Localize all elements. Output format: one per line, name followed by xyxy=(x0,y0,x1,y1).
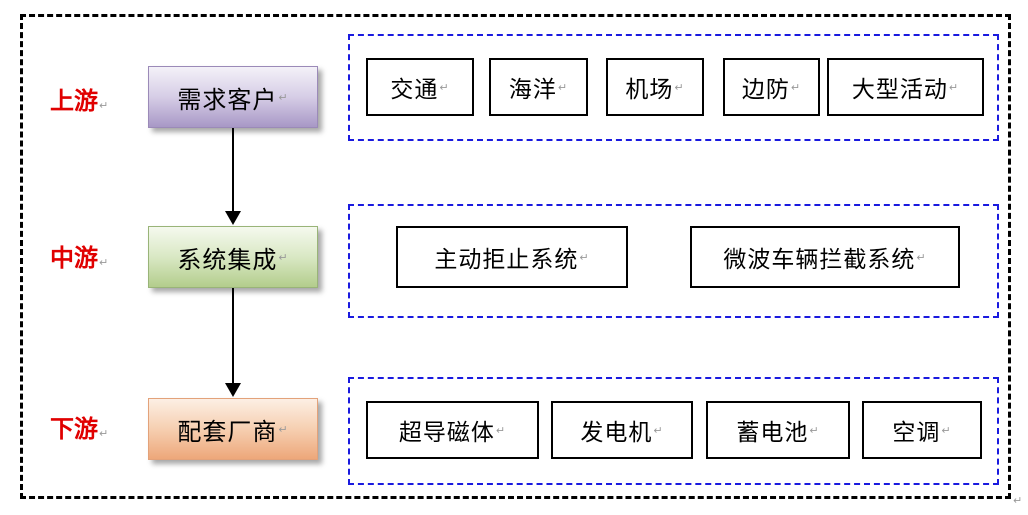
tier-label-midstream: 中游↵ xyxy=(50,244,109,272)
upstream-items-group: 交通↵ 海洋↵ 机场↵ 边防↵ 大型活动↵ xyxy=(348,34,999,141)
connector-line-1 xyxy=(232,128,234,212)
item-box: 边防↵ xyxy=(723,58,820,116)
item-box: 微波车辆拦截系统↵ xyxy=(690,226,960,288)
item-box: 海洋↵ xyxy=(489,58,588,116)
item-box: 机场↵ xyxy=(606,58,704,116)
item-box: 交通↵ xyxy=(366,58,474,116)
diagram-frame xyxy=(20,14,1011,499)
item-box: 超导磁体↵ xyxy=(366,401,539,459)
arrow-down-icon xyxy=(225,383,241,397)
tier-label-upstream: 上游↵ xyxy=(50,87,109,115)
item-box: 主动拒止系统↵ xyxy=(396,226,628,288)
item-box: 蓄电池↵ xyxy=(706,401,850,459)
midstream-items-group: 主动拒止系统↵ 微波车辆拦截系统↵ xyxy=(348,204,999,318)
paragraph-mark: ↵ xyxy=(1013,494,1023,507)
item-box: 发电机↵ xyxy=(551,401,693,459)
tier-label-downstream: 下游↵ xyxy=(50,415,109,443)
stage-box-demand-customers: 需求客户↵ xyxy=(148,66,318,128)
downstream-items-group: 超导磁体↵ 发电机↵ 蓄电池↵ 空调↵ xyxy=(348,377,999,485)
item-box: 大型活动↵ xyxy=(827,58,984,116)
item-box: 空调↵ xyxy=(862,401,982,459)
stage-box-system-integration: 系统集成↵ xyxy=(148,226,318,288)
stage-box-supporting-vendors: 配套厂商↵ xyxy=(148,398,318,460)
connector-line-2 xyxy=(232,288,234,383)
arrow-down-icon xyxy=(225,211,241,225)
